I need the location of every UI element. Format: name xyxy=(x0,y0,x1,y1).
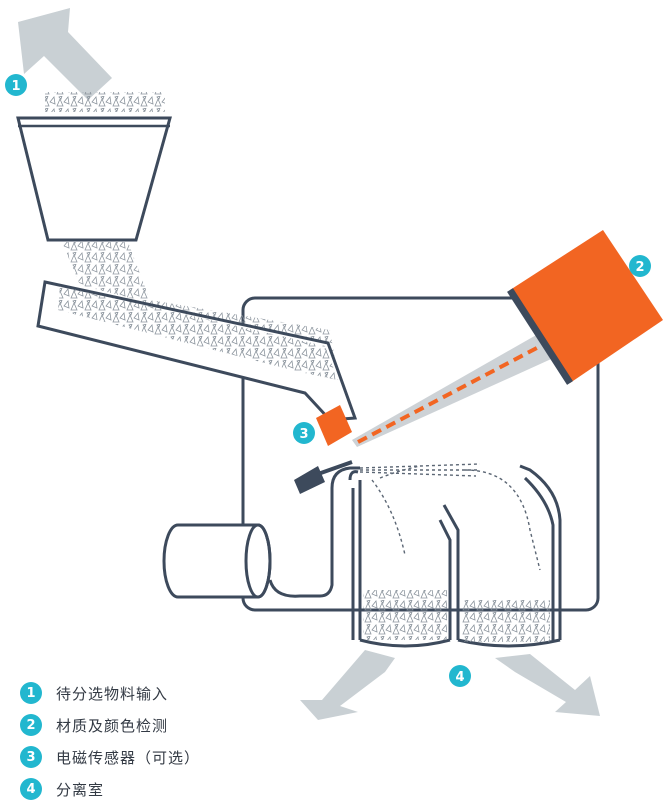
legend-item: 2 材质及颜色检测 xyxy=(20,714,350,736)
particle-streams xyxy=(359,463,541,571)
legend-item: 4 分离室 xyxy=(20,778,350,800)
legend-badge: 1 xyxy=(20,682,42,704)
separation-chamber xyxy=(330,464,562,648)
callout-2-badge: 2 xyxy=(629,255,651,277)
svg-text:2: 2 xyxy=(635,260,644,275)
falling-material xyxy=(62,242,345,420)
callout-4-badge: 4 xyxy=(449,665,471,687)
legend-label: 分离室 xyxy=(56,780,105,799)
motor-cylinder xyxy=(162,523,334,599)
laser-line xyxy=(357,338,553,444)
detector-unit xyxy=(507,230,663,385)
legend-label: 材质及颜色检测 xyxy=(56,716,169,735)
svg-text:4: 4 xyxy=(455,670,464,685)
svg-text:3: 3 xyxy=(299,427,308,442)
collected-material-left xyxy=(363,590,447,640)
feed-hopper xyxy=(16,92,172,242)
legend-label: 电磁传感器（可选） xyxy=(56,748,201,767)
detector-beam xyxy=(352,330,560,447)
air-nozzle xyxy=(294,460,353,494)
output-arrow-right xyxy=(495,654,600,716)
svg-text:1: 1 xyxy=(11,79,20,94)
legend-badge: 4 xyxy=(20,778,42,800)
callout-3-badge: 3 xyxy=(293,422,315,444)
legend-item: 3 电磁传感器（可选） xyxy=(20,746,350,768)
vibrating-chute xyxy=(36,280,358,422)
em-sensor-block xyxy=(316,405,352,446)
legend-badge: 3 xyxy=(20,746,42,768)
legend: 1 待分选物料输入 2 材质及颜色检测 3 电磁传感器（可选） 4 分离室 xyxy=(20,682,350,810)
collected-material-right xyxy=(462,600,550,642)
legend-badge: 2 xyxy=(20,714,42,736)
legend-label: 待分选物料输入 xyxy=(56,684,169,703)
callout-1-badge: 1 xyxy=(5,74,27,96)
output-arrow-left xyxy=(300,650,395,720)
legend-item: 1 待分选物料输入 xyxy=(20,682,350,704)
input-arrow xyxy=(18,8,112,100)
